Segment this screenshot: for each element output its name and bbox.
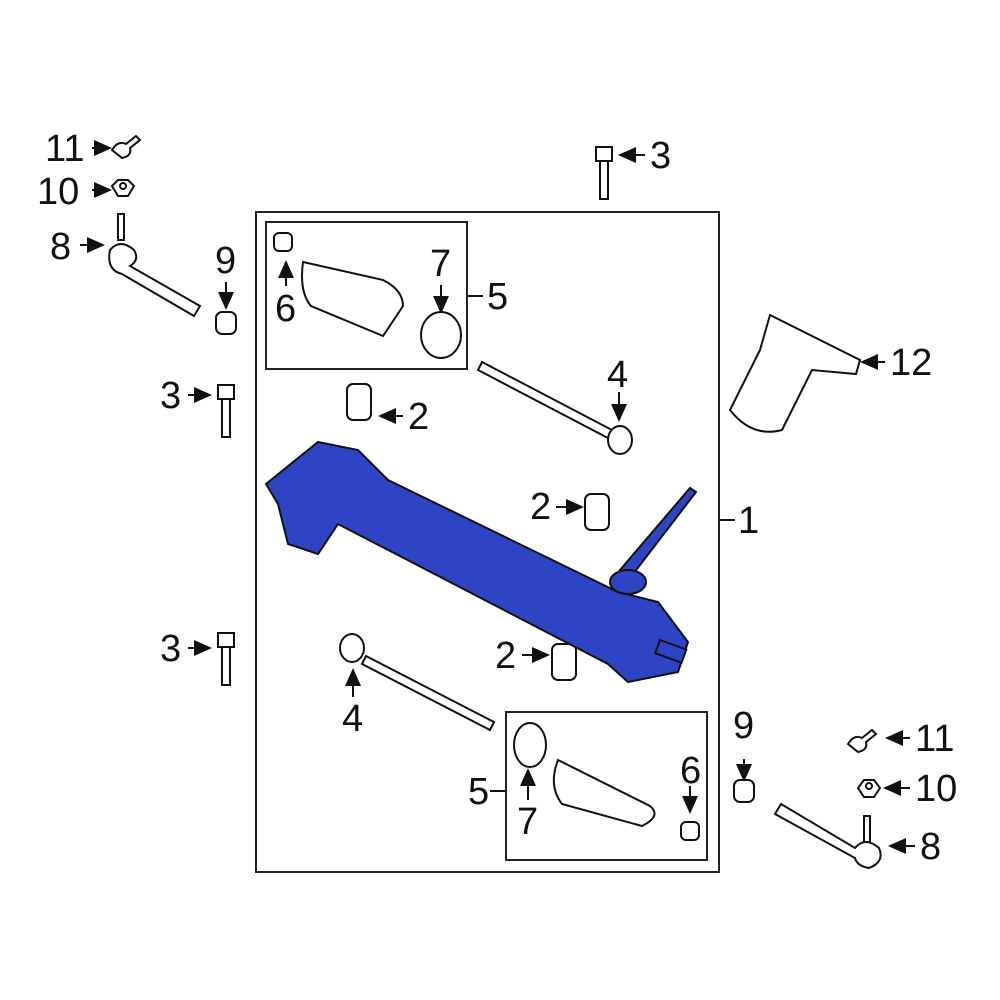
callout-2-c: 2 [495,635,517,677]
callout-8-right: 8 [920,826,942,868]
callout-4-upper: 4 [607,354,629,396]
callout-2-b: 2 [530,486,552,528]
callout-11-right: 11 [915,718,955,760]
callout-8-left: 8 [50,226,72,268]
callout-3-left-lower: 3 [160,628,182,670]
callout-6-upper: 6 [275,288,297,330]
callout-3-left-upper: 3 [160,375,182,417]
callout-5-upper: 5 [487,276,509,318]
callout-5-lower: 5 [468,771,490,813]
callout-7-upper: 7 [430,243,452,285]
callout-6-lower: 6 [680,750,702,792]
callout-4-lower: 4 [342,698,364,740]
callout-2-a: 2 [408,396,430,438]
boot-kit-frame-lower [505,711,708,861]
cotter-pin-icon-left [110,134,142,160]
callout-10-right: 10 [915,768,958,810]
callout-1: 1 [738,500,760,542]
callout-3-top: 3 [650,135,672,177]
callout-11-left: 11 [45,128,85,170]
callout-9-left: 9 [215,240,237,282]
callout-12: 12 [890,342,933,384]
boot-kit-frame-upper [265,221,468,370]
cotter-pin-icon-right [846,728,878,754]
callout-7-lower: 7 [517,801,539,843]
steering-rack-assembly [264,440,698,684]
callout-10-left: 10 [37,171,80,213]
callout-9-right: 9 [733,705,755,747]
assembly-frame [255,211,720,873]
